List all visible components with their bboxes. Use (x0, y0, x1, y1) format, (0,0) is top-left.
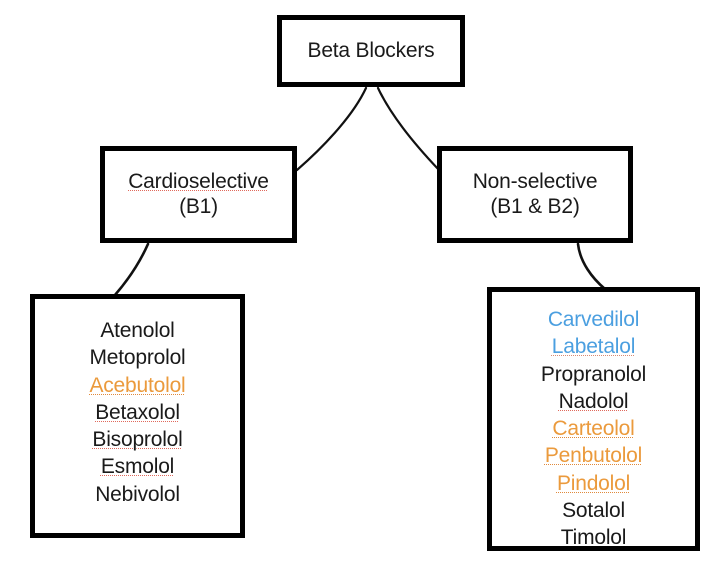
drug-item: Pindolol (556, 471, 631, 495)
drug-item: Carteolol (552, 417, 635, 441)
drug-item: Bisoprolol (92, 428, 183, 452)
node-nonselective-label-line1: Non-selective (472, 169, 598, 193)
connector-root-to-nonselective (376, 86, 441, 172)
drug-item: Carvedilol (547, 308, 640, 331)
drug-item: Nadolol (558, 389, 629, 413)
drug-item: Propranolol (540, 362, 647, 386)
drug-item: Metoprolol (89, 346, 186, 370)
connector-nonselective-to-drugs (576, 242, 607, 291)
drug-item: Acebutolol (89, 373, 186, 397)
node-nonselective: Non-selective (B1 & B2) (437, 146, 633, 243)
node-cardioselective: Cardioselective (B1) (100, 146, 297, 243)
drug-item: Nebivolol (95, 482, 180, 506)
node-cardioselective-label-line1: Cardioselective (128, 169, 269, 193)
drug-item: Timolol (560, 526, 627, 550)
node-cardioselective-label-line2: (B1) (179, 194, 218, 218)
drug-item: Sotalol (562, 499, 625, 523)
drug-item: Penbutolol (544, 444, 643, 468)
node-nonselective-label-line2: (B1 & B2) (490, 194, 580, 218)
drug-item: Esmolol (100, 455, 175, 479)
drug-item: Labetalol (551, 335, 636, 359)
node-beta-blockers-label: Beta Blockers (307, 38, 435, 62)
connector-root-to-cardioselective (295, 86, 368, 172)
node-beta-blockers: Beta Blockers (277, 15, 465, 87)
drug-item: Atenolol (100, 319, 175, 342)
connector-cardioselective-to-drugs (113, 242, 150, 297)
drug-item: Betaxolol (95, 400, 180, 424)
